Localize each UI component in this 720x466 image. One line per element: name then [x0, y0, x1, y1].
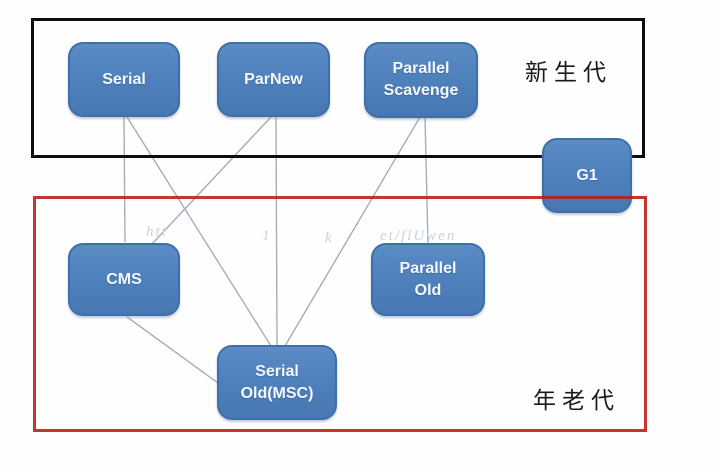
node-parnew: ParNew — [217, 42, 330, 117]
node-g1: G1 — [542, 138, 632, 213]
edge-parallelscavenge-parallelold — [424, 116, 429, 245]
node-serial-old: Serial Old(MSC) — [217, 345, 337, 420]
node-serial: Serial — [68, 42, 180, 117]
node-parnew-label: ParNew — [244, 70, 303, 88]
node-serial-label: Serial — [102, 70, 146, 88]
node-parallel-scavenge: Parallel Scavenge — [364, 42, 478, 118]
edge-parnew-cms — [151, 116, 272, 245]
edge-serial-cms — [123, 116, 126, 243]
node-parallel-old-label: Parallel Old — [399, 259, 457, 299]
edge-parnew-serialold — [275, 116, 278, 347]
node-cms: CMS — [68, 243, 180, 316]
edge-cms-serialold — [126, 316, 219, 384]
node-parallel-scavenge-label: Parallel Scavenge — [383, 60, 459, 99]
node-parallel-old: Parallel Old — [371, 243, 485, 316]
node-serial-old-label: Serial Old(MSC) — [240, 362, 314, 402]
node-g1-label: G1 — [576, 166, 598, 184]
node-cms-label: CMS — [106, 270, 142, 288]
